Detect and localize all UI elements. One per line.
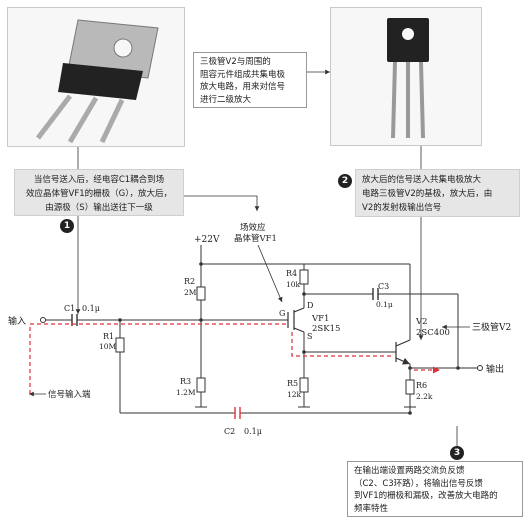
vf1-gate-label: G [279, 309, 285, 318]
vf1-part: 2SK15 [312, 324, 340, 334]
r3-resistor [196, 377, 206, 393]
r1-name: R1 [103, 332, 114, 341]
fet-photo [7, 7, 185, 147]
vf1-fet-symbol [287, 307, 305, 333]
r1-resistor [115, 337, 125, 353]
callout-line: 在输出端设置两路交流负反馈 [354, 466, 465, 476]
callout-step3: 在输出端设置两路交流负反馈 （C2、C3环路），将输出信号反馈 到VF1的栅极和… [347, 461, 523, 517]
r3-name: R3 [180, 377, 191, 386]
callout-v2-description: 三极管V2与周围的 阻容元件组成共集电极 放大电路，用来对信号 进行二级放大 [193, 52, 307, 108]
callout-line: 放大后的信号送入共集电极放大 [362, 175, 482, 185]
r2-resistor [196, 286, 206, 301]
step2-badge: 2 [338, 174, 352, 188]
step1-badge: 1 [60, 219, 74, 233]
input-label: 输入 [8, 315, 26, 327]
vf1-name: VF1 [311, 314, 329, 324]
r5-resistor [299, 377, 309, 393]
c2-value: 0.1μ [244, 427, 262, 436]
r3-value: 1.2M [176, 388, 196, 397]
v2-transistor-symbol [395, 339, 411, 365]
signal-path [29, 323, 440, 394]
c3-value: 0.1μ [376, 300, 393, 309]
vcc-label: +22V [194, 235, 220, 245]
r2-name: R2 [184, 277, 195, 286]
c3-name: C3 [378, 282, 389, 291]
callout-line: 当信号送入后，经电容C1耦合到场 [33, 175, 165, 185]
to220-package-image [36, 19, 159, 144]
callout-line: 由源极（S）输出送往下一级 [45, 203, 153, 213]
callout-line: 频率特性 [354, 503, 389, 514]
pointer-fet-label [184, 195, 260, 211]
signal-input-label: 信号输入端 [48, 389, 91, 400]
transistor-photo [330, 7, 482, 146]
callout-line: 放大电路，用来对信号 [200, 82, 286, 92]
output-label: 输出 [486, 363, 504, 375]
callout-line: 到VF1的栅极和漏极，改善放大电路的 [354, 491, 498, 501]
c1-name: C1 [64, 304, 75, 313]
r2-value: 2M [184, 288, 197, 297]
step3-badge: 3 [450, 446, 464, 460]
callout-line: （C2、C3环路），将输出信号反馈 [354, 478, 483, 489]
r4-resistor [299, 269, 309, 285]
r6-resistor [405, 379, 415, 395]
fet-label-line2: 晶体管VF1 [234, 233, 277, 244]
vf1-source-label: S [307, 332, 312, 341]
callout-step1: 当信号送入后，经电容C1耦合到场 效应晶体管VF1的栅极（G），放大后， 由源极… [14, 169, 184, 216]
r1-value: 10M [99, 342, 117, 351]
vf1-drain-label: D [307, 301, 313, 310]
v2-name: V2 [415, 317, 428, 327]
junction-dots [118, 262, 460, 415]
callout-line: 进行二级放大 [200, 94, 252, 105]
input-terminal [40, 317, 46, 323]
to126-package-image [387, 18, 429, 139]
fet-label-line1: 场效应 [240, 222, 266, 233]
callout-line: 效应晶体管VF1的栅极（G），放大后， [26, 189, 172, 199]
output-terminal [477, 365, 483, 371]
r5-value: 12k [287, 390, 302, 399]
pointer-vf1 [257, 244, 283, 303]
r4-name: R4 [286, 269, 297, 278]
callout-line: V2的发射极输出信号 [362, 203, 442, 213]
r4-value: 10k [286, 280, 301, 289]
c1-value: 0.1μ [82, 304, 100, 313]
callout-line: 阻容元件组成共集电极 [200, 69, 286, 80]
v2-part: 2SC400 [416, 328, 450, 338]
callout-step2: 放大后的信号送入共集电极放大 电路三极管V2的基极，放大后，由 V2的发射极输出… [355, 169, 520, 217]
r6-name: R6 [416, 381, 427, 390]
callout-line: 三极管V2与周围的 [200, 57, 271, 67]
callout-line: 电路三极管V2的基极，放大后，由 [362, 189, 493, 199]
r5-name: R5 [287, 379, 298, 388]
v2-pointer-label: 三极管V2 [472, 321, 511, 333]
c2-name: C2 [224, 427, 235, 436]
pointer-lines [28, 69, 470, 446]
r6-value: 2.2k [416, 392, 433, 401]
